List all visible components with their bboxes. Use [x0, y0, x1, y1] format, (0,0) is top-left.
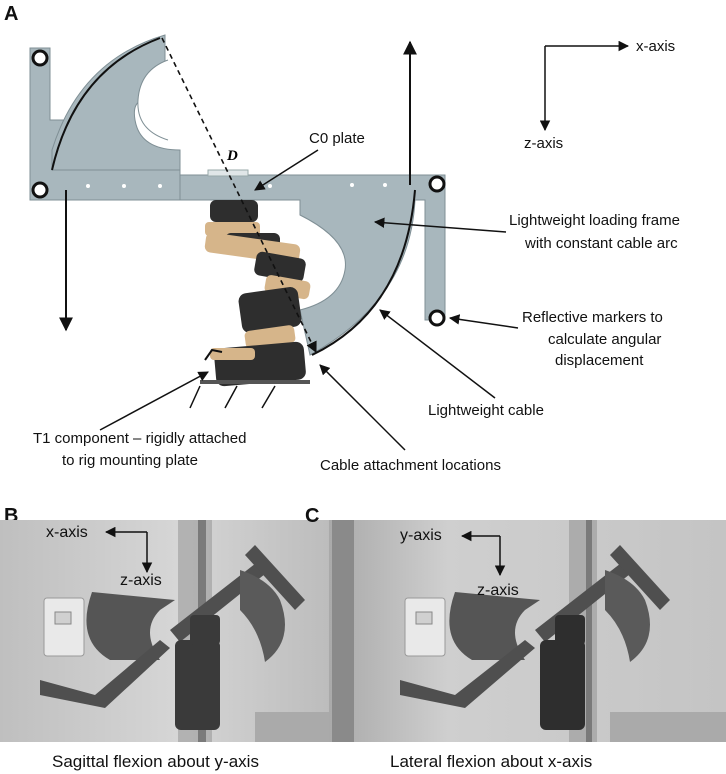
- cervical-spine-model: [200, 200, 311, 387]
- panel-a: A: [4, 3, 680, 474]
- photo-c: [329, 520, 726, 742]
- label-attach: Cable attachment locations: [320, 457, 501, 474]
- label-loading-frame-1: Lightweight loading frame: [509, 212, 680, 229]
- rig-mounting-plate: [200, 380, 310, 384]
- marker-top-right: [428, 175, 446, 193]
- panel-c-letter: C: [305, 505, 319, 527]
- photo-b-frame-left: [86, 592, 175, 660]
- label-cable: Lightweight cable: [428, 402, 544, 419]
- label-t1-2: to rig mounting plate: [62, 452, 198, 469]
- label-c0-plate: C0 plate: [309, 130, 365, 147]
- label-loading-frame-2: with constant cable arc: [524, 235, 678, 252]
- label-markers-3: displacement: [555, 352, 644, 369]
- label-markers-2: calculate angular: [548, 331, 661, 348]
- distance-d-line: [161, 37, 317, 354]
- panel-c: C y-axis z-axis Lateral flexion about x-…: [305, 505, 726, 771]
- distance-d-label: D: [226, 148, 238, 164]
- label-markers-1: Reflective markers to: [522, 309, 663, 326]
- c0-plate: [207, 169, 249, 177]
- left-cable-arc: [51, 37, 161, 171]
- right-loading-frame: [179, 169, 446, 356]
- c-y-axis-label: y-axis: [400, 527, 442, 544]
- b-z-axis-label: z-axis: [120, 572, 162, 589]
- a-z-axis-label: z-axis: [524, 135, 563, 152]
- photo-c-frame-left: [449, 592, 540, 660]
- label-t1-1: T1 component – rigidly attached: [33, 430, 246, 447]
- left-loading-frame: [29, 34, 181, 201]
- c-caption: Lateral flexion about x-axis: [390, 752, 592, 771]
- c-z-axis-label: z-axis: [477, 582, 519, 599]
- b-x-axis-label: x-axis: [46, 524, 88, 541]
- panel-a-letter: A: [4, 3, 18, 25]
- marker-bottom-left: [31, 181, 49, 199]
- a-x-axis-label: x-axis: [636, 38, 675, 55]
- right-cable-arc: [311, 189, 416, 356]
- marker-bottom-right: [428, 309, 446, 327]
- panel-b: B x-axis z-axis Sagittal flexion about y…: [0, 505, 355, 771]
- marker-top-left: [31, 49, 49, 67]
- b-caption: Sagittal flexion about y-axis: [52, 752, 259, 771]
